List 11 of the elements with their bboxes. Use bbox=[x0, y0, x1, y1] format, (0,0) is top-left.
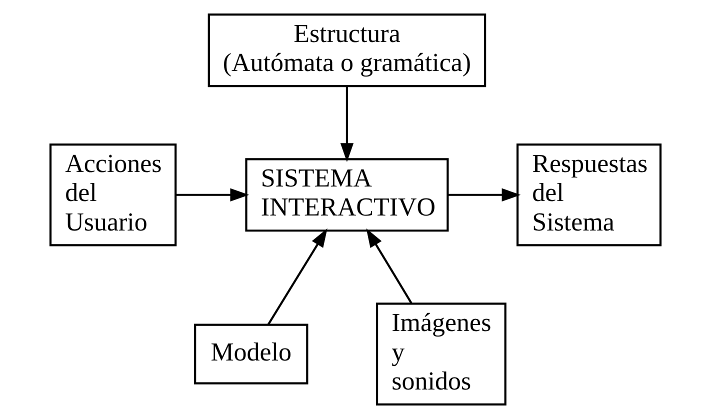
arrow bbox=[448, 188, 521, 202]
node-box: Acciones del Usuario bbox=[49, 143, 177, 246]
node-box: SISTEMA INTERACTIVO bbox=[245, 158, 449, 232]
node-box: Imágenes y sonidos bbox=[376, 302, 506, 406]
node-box: Estructura (Autómata o gramática) bbox=[208, 14, 486, 88]
arrow bbox=[267, 228, 328, 326]
node-box: Modelo bbox=[194, 324, 308, 384]
arrow bbox=[340, 86, 354, 162]
arrow bbox=[366, 228, 412, 304]
arrow bbox=[176, 188, 250, 202]
node-box: Respuestas del Sistema bbox=[516, 143, 662, 246]
